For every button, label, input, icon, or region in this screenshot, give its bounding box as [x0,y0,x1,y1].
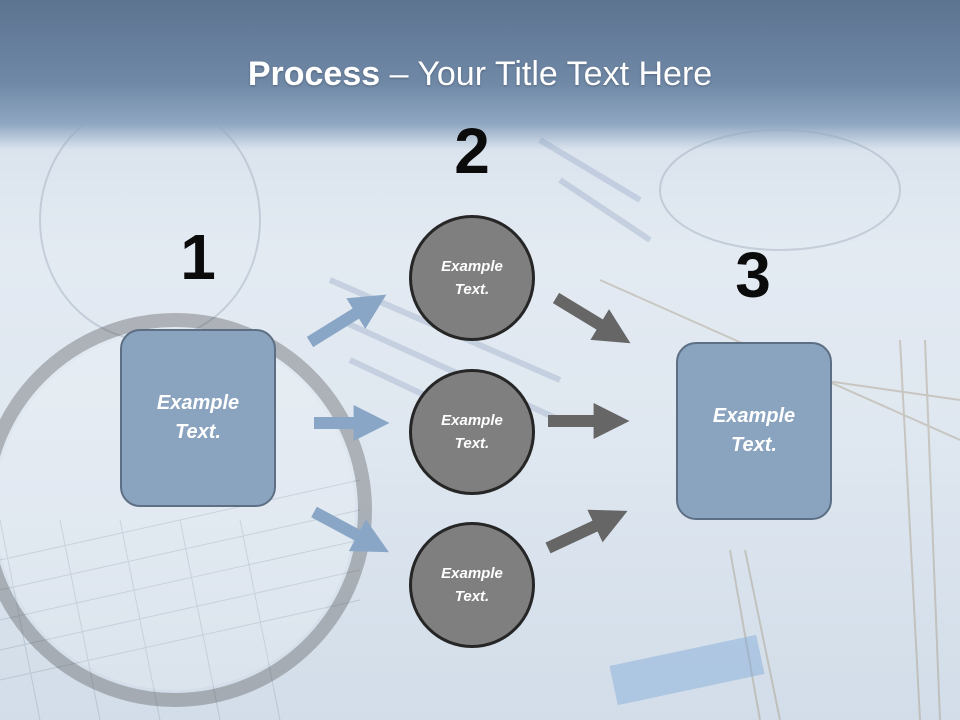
title-rest: Your Title Text Here [417,55,713,93]
step-number-1: 1 [180,221,216,293]
arrow-to-bottom-circle [311,506,390,553]
step-3-box[interactable]: Example Text. [676,342,832,520]
step-3-label: Example Text. [712,405,796,456]
step-number-3: 3 [735,239,771,311]
slide-title: Process – Your Title Text Here [0,52,960,96]
circle-bottom[interactable]: Example Text. [409,522,535,648]
circle-top-label: Example Text. [441,258,503,298]
step-1-box[interactable]: Example Text. [120,329,276,507]
title-dash: – [380,55,418,93]
step-number-2: 2 [454,115,490,187]
header-band [0,0,960,150]
circle-middle-label: Example Text. [441,412,503,452]
arrow-from-top-circle [552,292,631,344]
circle-middle[interactable]: Example Text. [409,369,535,495]
title-bold: Process [247,55,381,93]
circle-bottom-label: Example Text. [441,565,503,605]
arrow-to-top-circle [306,294,387,348]
circle-top[interactable]: Example Text. [409,215,535,341]
step-1-label: Example Text. [156,392,240,443]
arrow-from-bottom-circle [545,509,628,554]
